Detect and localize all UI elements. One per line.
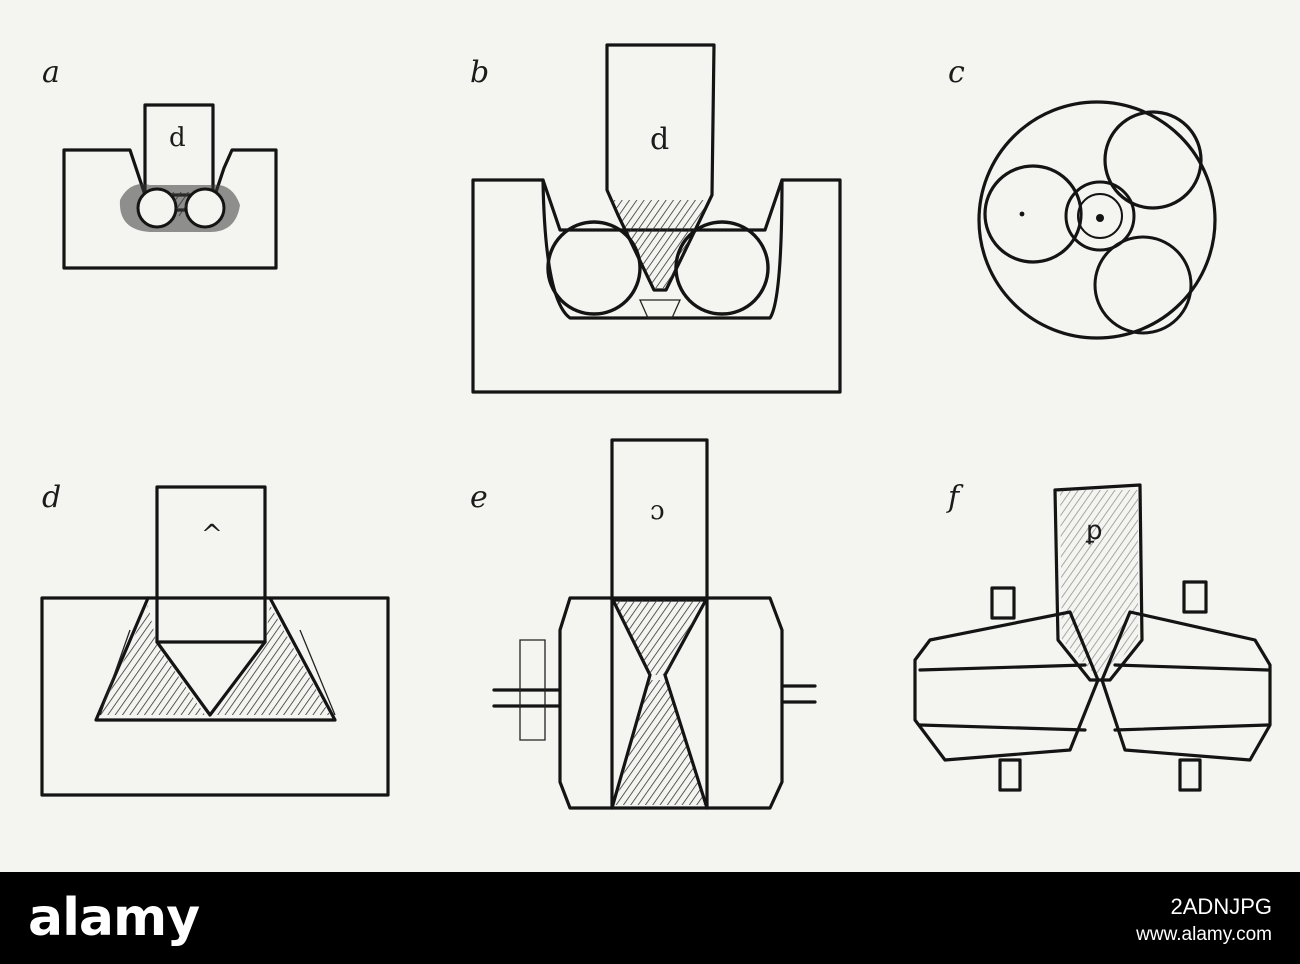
panel-label-a: a: [42, 55, 60, 90]
panel-d-drawing: [40, 485, 390, 797]
panel-label-b: b: [470, 55, 490, 90]
panel-label-d: d: [42, 480, 62, 515]
panel-label-f: f: [948, 480, 960, 515]
shaft-mark-d: ^: [201, 520, 223, 550]
shaft-mark-b: d: [650, 122, 670, 157]
drawing-sheet: a b c d e f d d ^ ɔ ꝑ: [40, 43, 1272, 810]
alamy-logo: alamy: [28, 888, 200, 948]
site-url: www.alamy.com: [1136, 924, 1272, 945]
panel-f-drawing: [913, 483, 1272, 792]
shaft-mark-a: d: [169, 123, 186, 153]
watermark-footer: alamy 2ADNJPG www.alamy.com: [0, 872, 1300, 964]
panel-b-drawing: [471, 43, 842, 394]
shaft-mark-f: ꝑ: [1086, 516, 1103, 546]
panel-a-drawing: [62, 103, 278, 270]
roller-diagram: [40, 43, 1272, 810]
panel-c-drawing: [977, 100, 1217, 340]
image-id: 2ADNJPG: [1170, 894, 1272, 919]
shaft-mark-e: ɔ: [650, 496, 665, 526]
panel-label-e: e: [470, 480, 488, 515]
panel-label-c: c: [948, 55, 965, 90]
image-reference: 2ADNJPG www.alamy.com: [1136, 894, 1272, 946]
panel-e-drawing: [492, 438, 817, 810]
